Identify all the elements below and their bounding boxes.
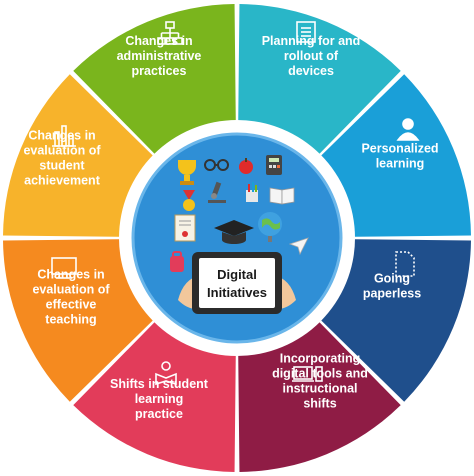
globe-icon [258, 212, 282, 242]
paper-plane-icon [288, 237, 309, 256]
segment-label-administrative-line-2: administrative [117, 49, 202, 63]
person-icon [396, 118, 420, 141]
tablet-illustration: Digital Initiatives [178, 252, 296, 314]
segment-label-effective-teaching-line-4: teaching [45, 313, 96, 327]
bar-chart-icon [52, 125, 76, 147]
certificate-icon [174, 214, 196, 242]
segment-label-student-learning-line-3: practice [135, 407, 183, 421]
laptop-phone-icon [292, 366, 323, 382]
glasses-icon [204, 159, 229, 171]
segment-label-paperless-line-2: paperless [363, 287, 421, 301]
segment-label-student-learning-line-2: learning [135, 392, 184, 406]
segment-label-digital-tools-line-2: digital tools and [272, 367, 368, 381]
segment-label-student-achievement-line-2: evaluation of [23, 144, 101, 158]
segment-label-student-achievement-line-1: Changes in [28, 129, 95, 143]
center-hub: Digital Initiatives [119, 120, 355, 356]
segment-label-student-learning-line-1: Shifts in student [110, 377, 209, 391]
segment-label-personalized-line-2: learning [376, 157, 425, 171]
segment-label-digital-tools-line-1: Incorporating [280, 352, 361, 366]
checklist-icon [296, 21, 316, 43]
graduation-cap-icon [214, 220, 254, 244]
center-circle-edge [131, 132, 343, 344]
apple-icon [239, 158, 253, 174]
segment-label-administrative-line-1: Changes in [125, 34, 192, 48]
segment-label-paperless-line-1: Going [374, 272, 410, 286]
reader-icon [155, 361, 177, 386]
segment-label-administrative-line-3: practices [132, 64, 187, 78]
segment-label-student-achievement-line-4: achievement [24, 174, 101, 188]
segment-label-planning-line-3: devices [288, 64, 334, 78]
trophy-icon [178, 160, 196, 185]
segment-label-planning-line-2: rollout of [284, 49, 339, 63]
segment-label-effective-teaching-line-3: effective [46, 298, 97, 312]
center-title-line-2: Initiatives [207, 285, 267, 300]
center-title-line-1: Digital [217, 267, 257, 282]
segment-label-effective-teaching-line-2: evaluation of [32, 283, 110, 297]
tablet-screen [199, 258, 275, 308]
microscope-icon [208, 181, 226, 203]
pencil-cup-icon [246, 182, 258, 202]
medal-icon [183, 190, 195, 211]
segment-label-student-achievement-line-3: student [39, 159, 85, 173]
segment-label-digital-tools-line-4: shifts [303, 397, 336, 411]
org-chart-icon [157, 21, 183, 45]
segment-label-effective-teaching-line-1: Changes in [37, 268, 104, 282]
open-book-icon [269, 187, 295, 205]
segment-label-personalized-line-1: Personalized [361, 142, 438, 156]
segment-label-planning-line-1: Planning for and [262, 34, 361, 48]
segment-label-digital-tools-line-3: instructional [282, 382, 357, 396]
whiteboard-icon [51, 257, 77, 279]
document-icon [395, 251, 415, 277]
calculator-icon [266, 155, 282, 175]
backpack-icon [170, 251, 184, 272]
